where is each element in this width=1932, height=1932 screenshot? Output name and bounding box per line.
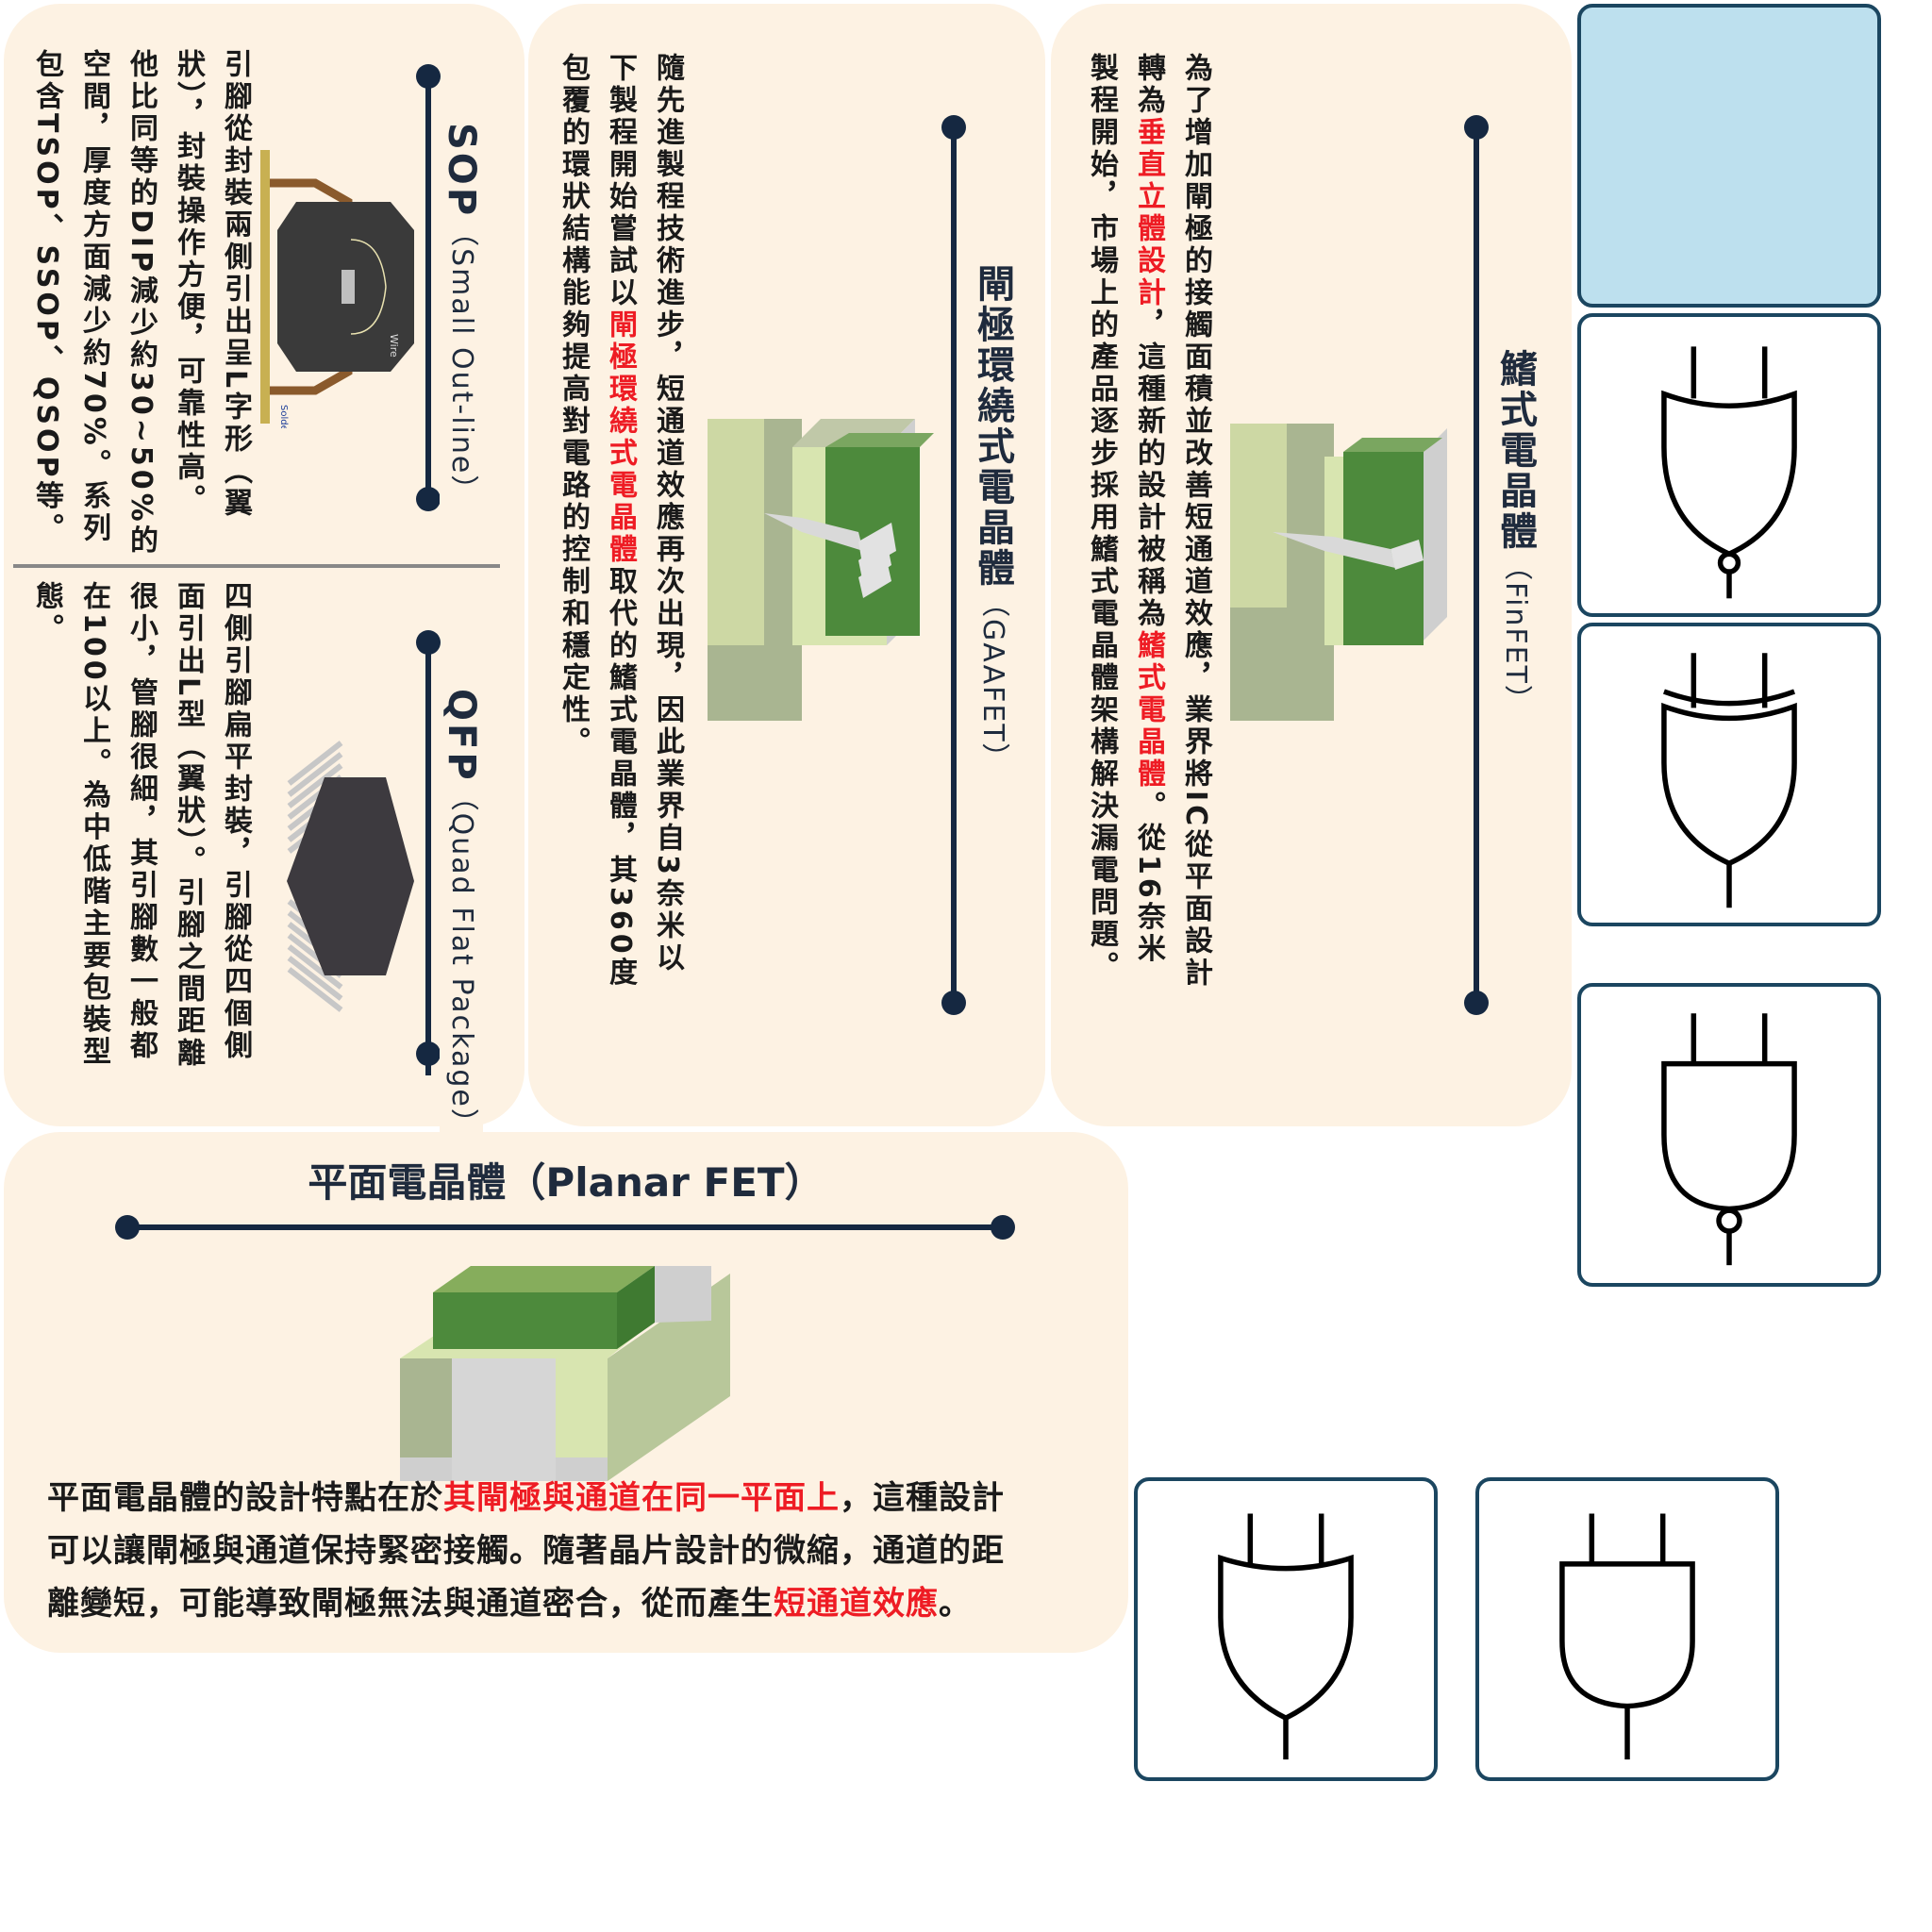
nor-gate-icon — [1661, 346, 1797, 599]
finfet-timeline — [1474, 126, 1479, 1004]
sop-qfp-card: SOP（Small Out-line） Wire Solder 引腳從封裝兩側引… — [4, 4, 525, 1144]
gaafet-highlight: 閘極環繞式電晶體 — [604, 309, 637, 566]
sop-timeline-dot-top — [416, 64, 441, 89]
gaafet-title: 閘極環繞式電晶體（GAAFET） — [965, 258, 1020, 779]
sop-qfp-divider — [13, 564, 500, 568]
or-gate-icon — [1218, 1513, 1354, 1760]
sop-line: 狀），封裝操作方便，可靠性高。 — [172, 49, 205, 516]
finfet-timeline-dot-top — [1464, 115, 1489, 140]
qfp-timeline-dot-top — [416, 630, 441, 655]
and-gate-icon — [1559, 1513, 1695, 1760]
finfet-diagram-image — [1230, 419, 1466, 721]
nor-gate-tile[interactable] — [1577, 313, 1881, 617]
qfp-line: 態。 — [30, 581, 63, 645]
svg-text:Wire: Wire — [388, 334, 400, 358]
sop-description: 引腳從封裝兩側引出呈L字形（翼 狀），封裝操作方便，可靠性高。 他比同等的DIP… — [23, 49, 258, 558]
sop-line: 引腳從封裝兩側引出呈L字形（翼 — [219, 49, 252, 521]
nand-gate-tile[interactable] — [1577, 983, 1881, 1287]
sop-timeline — [425, 75, 431, 500]
planar-diagram-image — [400, 1255, 740, 1481]
planar-title: 平面電晶體（Planar FET） — [308, 1159, 824, 1206]
planar-line-3: 離變短，可能導致閘極無法與通道密合，從而產生短通道效應。 — [47, 1585, 972, 1623]
finfet-timeline-dot-bottom — [1464, 991, 1489, 1015]
sop-line: 他比同等的DIP減少約30~50%的 — [125, 49, 158, 558]
qfp-chip-image — [273, 740, 424, 1013]
gaafet-line-1: 隨先進製程技術進步，短通道效應再次出現，因此業界自3奈米以 — [651, 53, 684, 974]
finfet-line-1: 為了增加閘極的接觸面積並改善短通道效應，業界將IC從平面設計 — [1179, 53, 1212, 991]
or-gate-tile[interactable] — [1134, 1477, 1438, 1781]
gaafet-line-3: 包覆的環狀結構能夠提高對電路的控制和穩定性。 — [557, 53, 590, 758]
gaafet-timeline-dot-bottom — [941, 991, 966, 1015]
sop-timeline-dot-bottom — [416, 487, 441, 511]
planar-timeline-dot-left — [115, 1215, 140, 1240]
xor-gate-icon — [1661, 653, 1797, 908]
planar-card: 平面電晶體（Planar FET） 平面電晶體的設計特點在於其閘極與通道在同一平… — [4, 1132, 1128, 1653]
planar-highlight-1: 其閘極與通道在同一平面上 — [443, 1479, 840, 1517]
planar-timeline-dot-right — [991, 1215, 1015, 1240]
qfp-line: 在100以上。為中低階主要包裝型 — [77, 581, 110, 1069]
sop-title: SOP（Small Out-line） — [440, 117, 483, 511]
sop-line: 空間，厚度方面減少約70%。系列 — [77, 49, 110, 545]
finfet-description: 為了增加閘極的接觸面積並改善短通道效應，業界將IC從平面設計 轉為垂直立體設計，… — [1077, 53, 1219, 990]
qfp-line: 面引出L型（翼狀）。引腳之間距離 — [172, 581, 205, 1071]
planar-highlight-2: 短通道效應 — [774, 1585, 939, 1623]
qfp-line: 很小，管腳很細，其引腳數一般都 — [125, 581, 158, 1062]
blank-blue-tile[interactable] — [1577, 4, 1881, 308]
planar-description: 平面電晶體的設計特點在於其閘極與通道在同一平面上，這種設計 可以讓閘極與通道保持… — [47, 1472, 1104, 1630]
and-gate-tile[interactable] — [1475, 1477, 1779, 1781]
gaafet-timeline-dot-top — [941, 115, 966, 140]
svg-text:Solder: Solder — [278, 405, 289, 428]
qfp-line: 四側引腳扁平封裝，引腳從四個側 — [219, 581, 252, 1062]
gaafet-line-2: 下製程開始嘗試以閘極環繞式電晶體取代的鰭式電晶體，其360度 — [604, 53, 637, 990]
finfet-title: 鰭式電晶體（FinFET） — [1488, 343, 1542, 721]
finfet-highlight-1: 垂直立體設計 — [1132, 117, 1165, 309]
planar-line-2: 可以讓閘極與通道保持緊密接觸。隨著晶片設計的微縮，通道的距 — [47, 1532, 1005, 1570]
nand-gate-icon — [1661, 1013, 1797, 1266]
finfet-highlight-2: 鰭式電晶體 — [1132, 630, 1165, 791]
gaafet-description: 隨先進製程技術進步，短通道效應再次出現，因此業界自3奈米以 下製程開始嘗試以閘極… — [549, 53, 691, 990]
gaafet-timeline — [951, 126, 957, 1004]
sop-line: 包含TSOP、SSOP、QSOP等。 — [30, 49, 63, 545]
finfet-line-3: 製程開始，市場上的產品逐步採用鰭式電晶體架構解決漏電問題。 — [1085, 53, 1118, 983]
xor-gate-tile[interactable] — [1577, 623, 1881, 926]
finfet-card: 鰭式電晶體（FinFET） 為了增加閘極的接觸面積並改善短通道效應，業界將IC從… — [1051, 4, 1572, 1126]
finfet-line-2: 轉為垂直立體設計，這種新的設計被稱為鰭式電晶體。從16奈米 — [1132, 53, 1165, 966]
qfp-timeline — [425, 641, 431, 1075]
planar-line-1: 平面電晶體的設計特點在於其閘極與通道在同一平面上，這種設計 — [47, 1479, 1005, 1517]
sop-package-image: Wire Solder — [258, 145, 428, 428]
qfp-description: 四側引腳扁平封裝，引腳從四個側 面引出L型（翼狀）。引腳之間距離 很小，管腳很細… — [23, 581, 258, 1070]
qfp-timeline-dot-bottom — [416, 1041, 441, 1066]
gaafet-diagram-image — [708, 409, 943, 721]
gaafet-card: 閘極環繞式電晶體（GAAFET） 隨先進製程技術進步，短通道效應再次出現，因此業… — [528, 4, 1045, 1126]
qfp-title: QFP（Quad Flat Package） — [440, 683, 483, 1144]
planar-timeline — [125, 1224, 1002, 1230]
